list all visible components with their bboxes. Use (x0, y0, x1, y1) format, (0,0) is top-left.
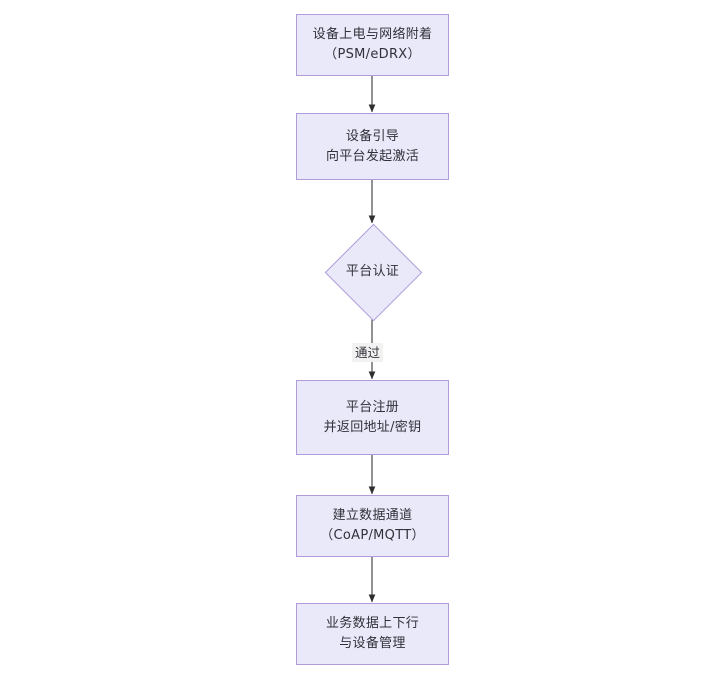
flow-node-label: 平台认证 (345, 263, 400, 279)
edge-label-text: 通过 (355, 345, 381, 360)
flow-node-bootstrap-activation[interactable]: 设备引导 向平台发起激活 (296, 113, 449, 180)
flow-node-platform-registration[interactable]: 平台注册 并返回地址/密钥 (296, 380, 449, 455)
flow-node-label: 设备引导 向平台发起激活 (325, 128, 420, 164)
flow-node-label: 业务数据上下行 与设备管理 (325, 616, 420, 651)
flow-node-label: 设备上电与网络附着 （PSM/eDRX） (312, 27, 433, 62)
flow-node-business-data-device-management[interactable]: 业务数据上下行 与设备管理 (296, 603, 449, 665)
flow-node-label: 平台注册 并返回地址/密钥 (323, 399, 422, 435)
edge-label-pass: 通过 (352, 343, 384, 362)
flow-node-data-channel[interactable]: 建立数据通道 （CoAP/MQTT） (296, 495, 449, 557)
flow-node-label: 建立数据通道 （CoAP/MQTT） (320, 508, 425, 543)
flow-node-platform-authentication[interactable]: 平台认证 (324, 223, 423, 322)
flow-node-power-on-attach[interactable]: 设备上电与网络附着 （PSM/eDRX） (296, 14, 449, 76)
